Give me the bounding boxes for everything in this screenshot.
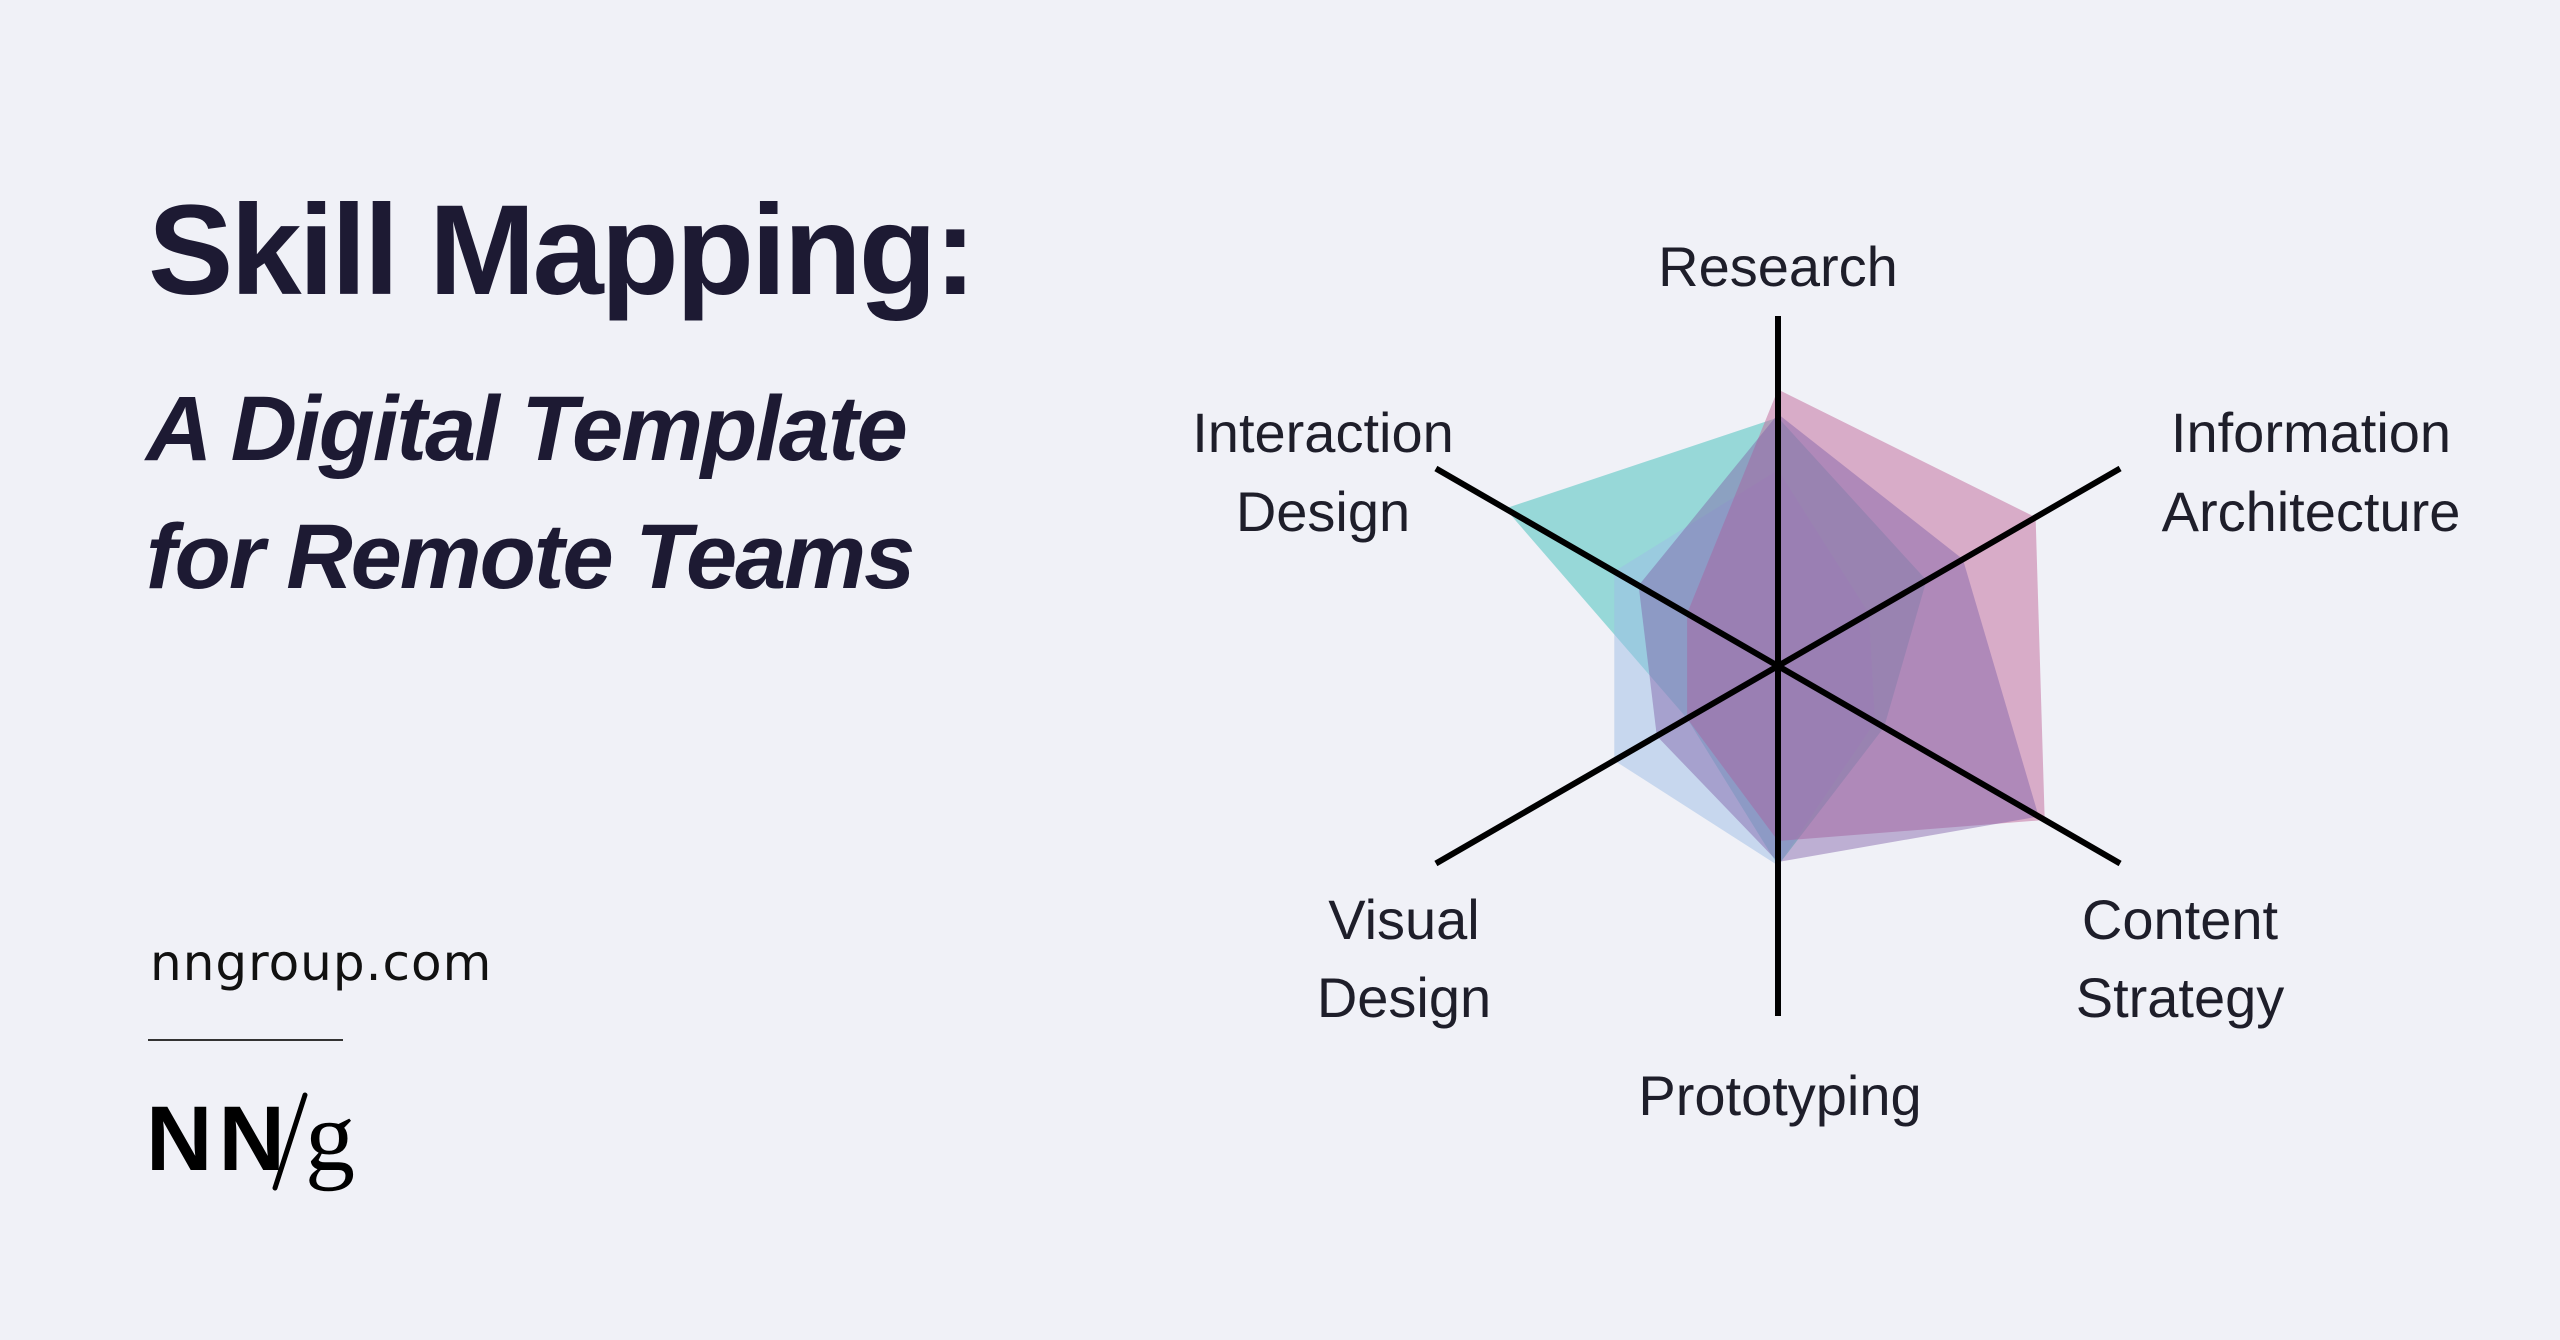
axis-label: Content (2082, 888, 2279, 951)
axis-line-5 (1434, 465, 1780, 669)
series-purple-polygon (1638, 414, 2039, 862)
axis-line-1 (1776, 465, 2122, 669)
axis-line-4 (1434, 663, 1780, 867)
nng-logo: NN g (146, 1081, 355, 1192)
svg-text:g: g (305, 1081, 355, 1192)
axis-label: Prototyping (1638, 1064, 1921, 1127)
radar-axes (1434, 316, 2122, 1016)
axis-labels: ResearchInformationArchitectureContentSt… (1192, 235, 2460, 1127)
axis-label: Strategy (2076, 966, 2285, 1029)
subtitle-line-2: for Remote Teams (146, 506, 913, 608)
axis-label: Visual (1328, 888, 1480, 951)
axis-label: Architecture (2162, 480, 2461, 543)
svg-text:NN: NN (146, 1088, 291, 1190)
axis-label: Design (1317, 966, 1491, 1029)
site-url: nngroup.com (150, 934, 492, 992)
page-title: Skill Mapping: (148, 179, 974, 322)
subtitle-line-1: A Digital Template (144, 378, 906, 480)
axis-label: Information (2171, 401, 2451, 464)
axis-label: Design (1236, 480, 1410, 543)
axis-line-2 (1776, 663, 2122, 867)
axis-label: Interaction (1192, 401, 1454, 464)
axis-label: Research (1658, 235, 1898, 298)
